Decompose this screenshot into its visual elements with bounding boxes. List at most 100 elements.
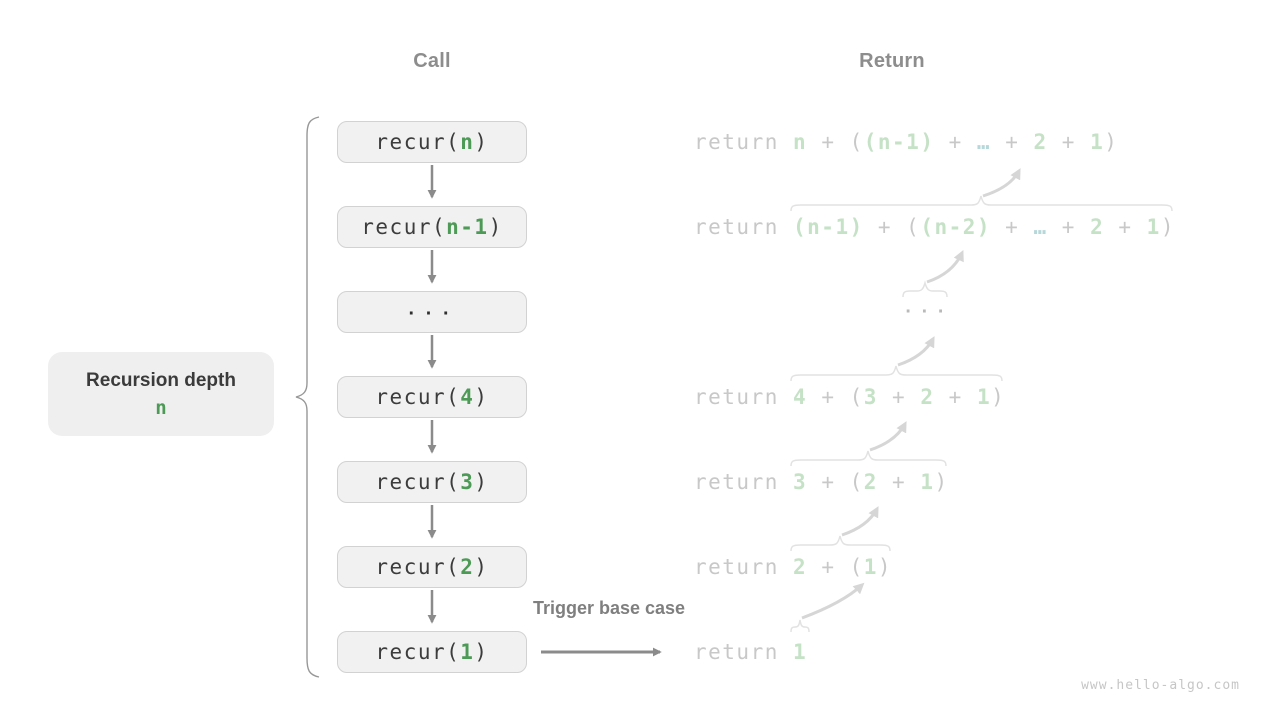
token: + ( [863, 215, 921, 239]
token: ) [474, 640, 489, 664]
token: 3 [460, 470, 475, 494]
call-box-recur-3: recur(3) [337, 461, 527, 503]
token: 1 [793, 640, 808, 664]
token: recur( [375, 385, 461, 409]
token: return [694, 385, 794, 409]
token: + [877, 470, 921, 494]
token: ··· [903, 302, 952, 322]
return-arrow-5 [869, 421, 907, 452]
token: 2 [460, 555, 475, 579]
token: ) [488, 215, 503, 239]
call-box-ellipsis: ··· [337, 291, 527, 333]
token: 4 [460, 385, 475, 409]
token: n-1 [446, 215, 489, 239]
overbrace-row-4 [790, 365, 1003, 382]
return-arrow-3 [926, 250, 964, 284]
call-box-recur-n: recur(n) [337, 121, 527, 163]
token: 2 [863, 470, 878, 494]
trigger-base-case-label: Trigger base case [532, 598, 686, 618]
token: ) [474, 555, 489, 579]
token: 3 [793, 470, 808, 494]
token: recur( [375, 470, 461, 494]
recursion-depth-value: n [155, 396, 167, 419]
return-arrow-6 [841, 506, 879, 537]
call-column-header: Call [413, 50, 451, 72]
token: 1 [976, 385, 992, 409]
return-arrow-7 [801, 582, 865, 620]
overbrace-row-6 [790, 535, 891, 552]
token: recur( [361, 215, 447, 239]
token: n [793, 130, 808, 154]
token: + [991, 130, 1034, 154]
token: recur( [375, 555, 461, 579]
token: 2 [1033, 130, 1048, 154]
overbrace-row-3 [902, 280, 948, 298]
token: recur( [375, 640, 461, 664]
token: + [934, 385, 977, 409]
token: 2 [1090, 215, 1105, 239]
token: 1 [863, 555, 878, 579]
overbrace-row-7 [790, 619, 810, 633]
token: + [1104, 215, 1147, 239]
token: 2 [793, 555, 808, 579]
token: ) [934, 470, 949, 494]
token: recur( [375, 130, 461, 154]
token: return [694, 130, 794, 154]
token: 1 [460, 640, 475, 664]
token: return [694, 470, 794, 494]
return-row-2: return 2 + (1) [694, 553, 892, 581]
return-arrow-2 [982, 168, 1021, 198]
token: + [1047, 130, 1091, 154]
call-box-recur-1: recur(1) [337, 631, 527, 673]
token: 2 [920, 385, 935, 409]
token: + [877, 385, 921, 409]
return-row-ellipsis: ··· [903, 296, 952, 324]
token: ) [1104, 130, 1119, 154]
token: ) [877, 555, 893, 579]
token: ) [991, 385, 1006, 409]
call-box-recur-n-1: recur(n-1) [337, 206, 527, 248]
recursion-depth-label: Recursion depth n [48, 352, 274, 436]
token: 1 [1090, 130, 1105, 154]
token: + [991, 215, 1034, 239]
watermark: www.hello-algo.com [1081, 678, 1240, 693]
return-row-4: return 4 + (3 + 2 + 1) [694, 383, 1005, 411]
token: + [1047, 215, 1091, 239]
token: return [694, 555, 794, 579]
token: (n-2) [920, 215, 992, 239]
recursion-depth-brace [295, 116, 320, 678]
token: … [976, 130, 992, 154]
return-arrow-4 [897, 336, 935, 367]
token: 3 [863, 385, 878, 409]
overbrace-row-5 [790, 450, 947, 467]
token: ) [474, 130, 489, 154]
token: (n-1) [863, 130, 935, 154]
call-box-recur-4: recur(4) [337, 376, 527, 418]
token: ) [474, 385, 489, 409]
token: 4 [793, 385, 808, 409]
return-row-1: return 1 [694, 638, 807, 666]
return-row-n-1: return (n-1) + ((n-2) + … + 2 + 1) [694, 213, 1175, 241]
token: ··· [406, 304, 458, 324]
token: n [460, 130, 475, 154]
token: + ( [807, 385, 864, 409]
call-box-recur-2: recur(2) [337, 546, 527, 588]
token: ) [474, 470, 489, 494]
token: return [694, 640, 794, 664]
return-row-n: return n + ((n-1) + … + 2 + 1) [694, 128, 1118, 156]
token: + ( [807, 470, 864, 494]
token: (n-1) [793, 215, 864, 239]
token: … [1033, 215, 1048, 239]
token: 1 [1146, 215, 1161, 239]
token: 1 [920, 470, 935, 494]
return-column-header: Return [859, 50, 925, 72]
token: + ( [807, 130, 864, 154]
token: + [934, 130, 977, 154]
recursion-depth-title: Recursion depth [86, 369, 236, 391]
token: + ( [807, 555, 864, 579]
overbrace-row-2 [790, 195, 1173, 212]
token: ) [1160, 215, 1175, 239]
return-row-3: return 3 + (2 + 1) [694, 468, 949, 496]
